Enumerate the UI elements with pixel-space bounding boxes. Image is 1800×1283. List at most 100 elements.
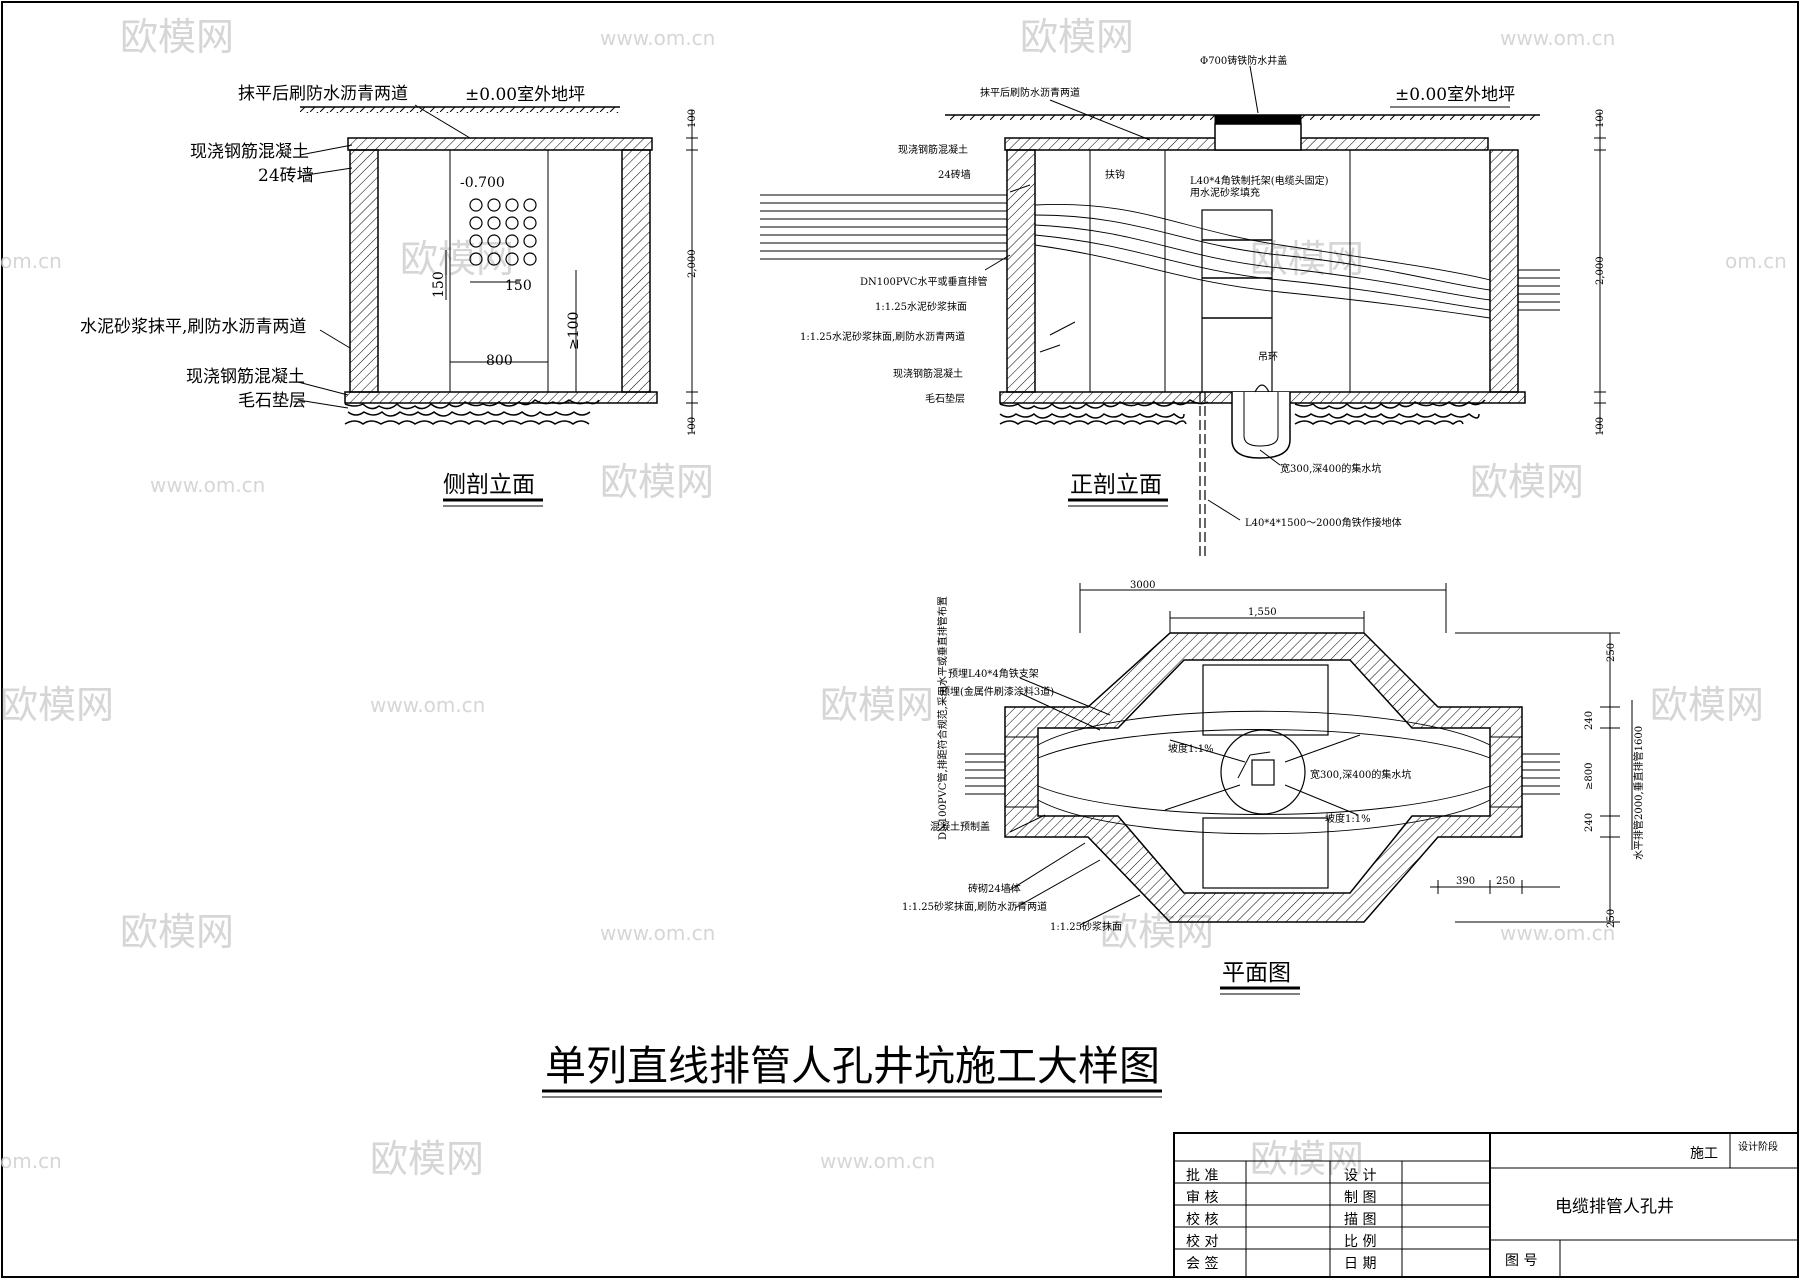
- label-mortar: 1:1.25砂浆抹面: [1050, 920, 1122, 933]
- watermark-brand: 欧模网: [120, 15, 234, 59]
- plan-text: 3000 1,550 预埋L40*4角铁支架 预埋(金属件刷漆涂料3道) DN1…: [902, 580, 1645, 995]
- watermark-brand: 欧模网: [1470, 460, 1584, 504]
- left-wall: [1006, 149, 1036, 393]
- label-finish: 1:1.25砂浆抹面,刷防水沥青两道: [902, 900, 1047, 913]
- role-date: 日 期: [1344, 1256, 1376, 1272]
- label-spacing-note: 水平排管2000,垂直排管1600: [1632, 726, 1645, 860]
- front-section-text: Φ700铸铁防水井盖 抹平后刷防水沥青两道 ±0.00室外地坪 现浇钢筋混凝土 …: [800, 54, 1606, 529]
- label-bottom-slab: 现浇钢筋混凝土: [893, 367, 963, 380]
- watermark-site: www.om.cn: [370, 693, 485, 717]
- label-step-iron: 扶钩: [1105, 168, 1125, 181]
- dim-min-height: ≥100: [566, 312, 582, 350]
- label-mortar-face: 1:1.25水泥砂浆抹面: [875, 300, 967, 313]
- dim-top: 100: [1595, 109, 1606, 128]
- dim-depth: -0.700: [460, 175, 505, 191]
- watermark-site: www.om.cn: [820, 1149, 935, 1173]
- label-slope2: 坡度1:1%: [1325, 812, 1371, 825]
- label-top-slab: 现浇钢筋混凝土: [190, 142, 309, 162]
- label-pipe-note: DN100PVC管,排距符合规范,采用水平或垂直排管布置: [936, 596, 949, 840]
- role-review: 审 核: [1186, 1190, 1218, 1206]
- label-lifting-ring: 吊环: [1258, 351, 1278, 363]
- dim-mid: ≥800: [1584, 763, 1595, 790]
- label-top-slab: 现浇钢筋混凝土: [898, 143, 968, 156]
- front-section-title: 正剖立面: [1070, 472, 1162, 498]
- dim-left-seg: 390: [1456, 876, 1475, 887]
- entry-pipes-left: [760, 194, 1007, 260]
- main-title-group: 单列直线排管人孔井坑施工大样图: [542, 1042, 1162, 1098]
- label-ground-rod: L40*4*1500～2000角铁作接地体: [1245, 516, 1402, 529]
- watermark-brand: 欧模网: [1250, 237, 1364, 281]
- role-check: 校 核: [1186, 1211, 1218, 1228]
- project-name: 电缆排管人孔井: [1555, 1197, 1674, 1217]
- dim-top: 100: [687, 109, 698, 128]
- rubble-bed: [999, 399, 1486, 425]
- plan-pipes: [965, 753, 1560, 795]
- label-rubble-bed: 毛石垫层: [925, 392, 965, 405]
- plan-title: 平面图: [1222, 960, 1291, 986]
- dim-wall-b: 240: [1584, 813, 1595, 832]
- label-ground-level: ±0.00室外地坪: [1395, 85, 1515, 105]
- label-waterproof: 1:1.25水泥砂浆抹面,刷防水沥青两道: [800, 330, 965, 343]
- label-sump: 宽300,深400的集水坑: [1310, 768, 1411, 781]
- right-end-block: [1489, 736, 1523, 808]
- watermark-site-short: om.cn: [0, 1149, 62, 1173]
- pipe-holes: [469, 198, 537, 266]
- label-bracket: 预埋L40*4角铁支架: [948, 667, 1039, 680]
- bottom-bracket: [1202, 817, 1329, 889]
- label-embed: 预埋(金属件刷漆涂料3道): [940, 685, 1054, 698]
- rubble-bed: [344, 399, 600, 425]
- bottom-slab: [344, 391, 658, 404]
- watermark-brand: 欧模网: [120, 910, 234, 954]
- role-trace: 描 图: [1344, 1212, 1376, 1228]
- right-wall: [1489, 149, 1519, 393]
- watermark-site: www.om.cn: [150, 473, 265, 497]
- plan-view: [965, 583, 1633, 926]
- role-approve: 批 准: [1186, 1168, 1218, 1184]
- right-wall: [621, 149, 651, 393]
- dim-top-offset: 250: [1606, 643, 1617, 662]
- exit-pipes-right: [1518, 269, 1560, 311]
- label-bracket-fill: 用水泥砂浆填充: [1190, 186, 1260, 199]
- side-section: [297, 104, 698, 432]
- watermarks: 欧模网 www.om.cn 欧模网 www.om.cn om.cn 欧模网 欧模…: [0, 15, 1787, 1181]
- stage-label: 设计阶段: [1738, 1140, 1778, 1153]
- label-brick-wall: 24砖墙: [938, 168, 971, 181]
- label-bracket: L40*4角铁制托架(电缆头固定): [1190, 174, 1329, 187]
- top-bracket: [1202, 664, 1329, 736]
- role-countersign: 会 签: [1186, 1255, 1218, 1272]
- side-section-title: 侧剖立面: [443, 472, 535, 498]
- drawing-no-label: 图 号: [1505, 1253, 1537, 1269]
- label-rubble-bed: 毛石垫层: [238, 391, 306, 411]
- watermark-site: www.om.cn: [600, 921, 715, 945]
- watermark-brand: 欧模网: [0, 683, 114, 727]
- title-block-text: 批 准 审 核 校 核 校 对 会 签 设 计 制 图 描 图 比 例 日 期 …: [1186, 1140, 1778, 1272]
- watermark-brand: 欧模网: [600, 460, 714, 504]
- watermark-site: www.om.cn: [1500, 921, 1615, 945]
- left-wall: [349, 149, 379, 393]
- dim-bottom: 100: [1595, 417, 1606, 436]
- inner-wall: [1037, 659, 1491, 894]
- label-top-coat: 抹平后刷防水沥青两道: [980, 86, 1080, 99]
- front-section: [760, 65, 1606, 560]
- manhole-cover: [1214, 114, 1302, 125]
- header-partial: 施工: [1690, 1146, 1718, 1162]
- label-concrete-cap: 混凝土预制盖: [930, 820, 990, 833]
- dim-height: 2,000: [1595, 256, 1606, 285]
- top-slab: [347, 137, 653, 151]
- label-brick-wall: 砖砌24墙体: [968, 882, 1021, 895]
- dim-width: 800: [486, 353, 513, 369]
- label-brick-wall: 24砖墙: [258, 166, 314, 186]
- dim-right-seg: 250: [1496, 876, 1515, 887]
- side-section-text: 抹平后刷防水沥青两道 ±0.00室外地坪 现浇钢筋混凝土 24砖墙 水泥砂浆抹平…: [80, 84, 698, 507]
- left-end-block: [1004, 736, 1039, 808]
- label-pipe: DN100PVC水平或垂直排管: [860, 275, 987, 288]
- role-proofread: 校 对: [1186, 1233, 1218, 1250]
- label-ground-level: ±0.00室外地坪: [465, 85, 585, 105]
- watermark-brand: 欧模网: [370, 1137, 484, 1181]
- watermark-brand: 欧模网: [1250, 1137, 1364, 1181]
- dim-pitch-v: 150: [431, 271, 447, 298]
- label-slope1: 坡度1:1%: [1168, 742, 1214, 755]
- role-scale: 比 例: [1344, 1234, 1376, 1250]
